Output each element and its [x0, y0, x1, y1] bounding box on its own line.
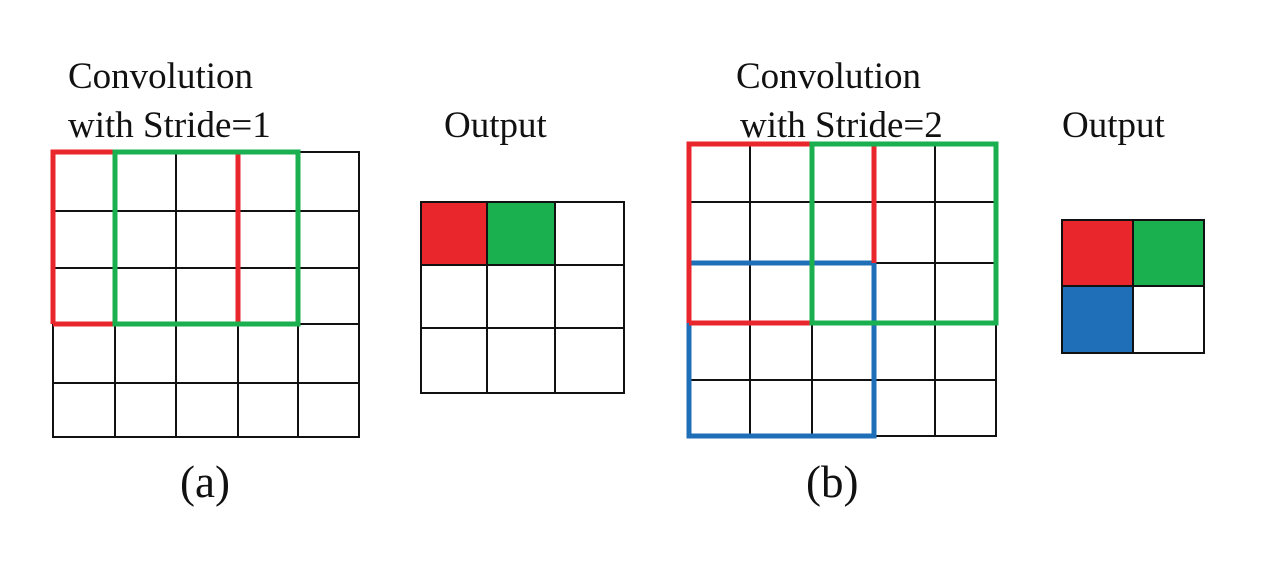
kernel-window-blue-b [686, 260, 877, 439]
output-cell-green-a [487, 202, 555, 265]
output-cell-red-b [1062, 220, 1133, 286]
output-grid-a [420, 201, 625, 394]
panel-b-title-line1: Convolution [736, 56, 922, 97]
output-cell-green-b [1133, 220, 1204, 286]
kernel-window-green-a [112, 149, 301, 327]
kernel-window-red-b [686, 141, 877, 326]
panel-b-sublabel: (b) [806, 457, 859, 507]
panel-a-title-line2: with Stride=1 [68, 105, 271, 146]
output-cell-red-a [421, 202, 487, 265]
kernel-window-red-a [50, 149, 241, 327]
panel-b-title-line2: with Stride=2 [740, 105, 943, 146]
output-grid-b [1061, 219, 1205, 354]
output-cell-blue-b [1062, 286, 1133, 353]
input-grid-b [688, 143, 997, 437]
kernel-window-green-b [809, 141, 999, 326]
panel-a-output-label: Output [444, 105, 547, 146]
panel-a-title-line1: Convolution [68, 56, 254, 97]
input-grid-a [52, 151, 360, 438]
panel-b-output-label: Output [1062, 105, 1165, 146]
panel-a-sublabel: (a) [180, 457, 230, 507]
